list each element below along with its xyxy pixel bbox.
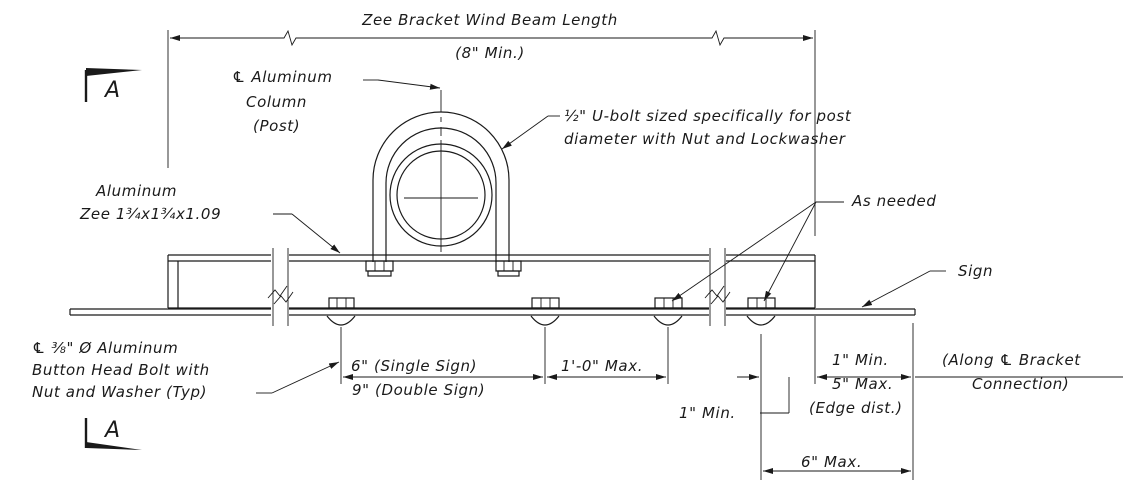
sign-panel	[69, 308, 916, 316]
zee-label-line1: Aluminum	[95, 182, 177, 200]
as-needed-group: As needed	[671, 192, 936, 302]
section-arrow-bottom	[86, 442, 142, 450]
section-letter-bottom: A	[103, 418, 121, 443]
as-needed-label: As needed	[851, 192, 936, 210]
beam-length-dim-line	[170, 29, 813, 47]
bolt-label-line1: ℄ ⅜" Ø Aluminum	[32, 339, 178, 357]
button-head-bolt-4	[746, 297, 776, 326]
aluminum-column	[389, 140, 493, 252]
section-letter-top: A	[103, 78, 121, 103]
zee-label-group: Aluminum Zee 1¾x1¾x1.09	[79, 182, 341, 254]
double-sign-dim: 9" (Double Sign)	[352, 381, 485, 399]
section-mark-bottom: A	[84, 418, 142, 450]
ubolt-label-group: ½" U-bolt sized specifically for post di…	[501, 107, 852, 150]
min-1-left-dim: 1" Min.	[679, 404, 736, 422]
break-line-right	[704, 248, 731, 326]
zee-label-line2: Zee 1¾x1¾x1.09	[79, 205, 221, 223]
beam-length-dimension: Zee Bracket Wind Beam Length (8" Min.)	[167, 11, 816, 236]
ubolt-label-line1: ½" U-bolt sized specifically for post	[564, 107, 852, 125]
break-line-left	[267, 248, 294, 326]
along-cl-line1: (Along ℄ Bracket	[942, 351, 1081, 369]
u-bolt-nuts	[365, 260, 522, 277]
column-cl-label: ℄ Aluminum	[232, 68, 333, 86]
bolt-label-line3: Nut and Washer (Typ)	[32, 383, 207, 401]
beam-length-min-label: (8" Min.)	[455, 44, 525, 62]
section-arrow-top	[86, 68, 142, 76]
bolt-label-line2: Button Head Bolt with	[32, 361, 210, 379]
ubolt-label-line2: diameter with Nut and Lockwasher	[564, 130, 846, 148]
edge-dist-dim: (Edge dist.)	[809, 399, 903, 417]
min-1-right-dim: 1" Min.	[832, 351, 889, 369]
beam-length-label: Zee Bracket Wind Beam Length	[361, 11, 618, 29]
button-head-bolt-2	[530, 297, 560, 326]
edge-distance-dimensions: 1" Min. 5" Max. (Edge dist.) (Along ℄ Br…	[679, 316, 1123, 480]
max-spacing-dim: 1'-0" Max.	[561, 357, 643, 375]
column-label-line3: (Post)	[253, 117, 300, 135]
bolt-label-group: ℄ ⅜" Ø Aluminum Button Head Bolt with Nu…	[32, 339, 340, 401]
section-mark-top: A	[84, 68, 142, 103]
single-sign-dim: 6" (Single Sign)	[351, 357, 477, 375]
column-label-group: ℄ Aluminum Column (Post)	[232, 68, 442, 136]
sign-label: Sign	[958, 262, 993, 280]
along-cl-line2: Connection)	[972, 375, 1069, 393]
button-head-bolt-3	[653, 297, 683, 326]
button-head-bolt-1	[326, 297, 356, 326]
bolt-spacing-dimensions: 6" (Single Sign) 9" (Double Sign) 1'-0" …	[340, 327, 669, 399]
sign-label-group: Sign	[861, 262, 993, 308]
column-label-line2: Column	[246, 93, 307, 111]
edge-max-dim: 5" Max.	[832, 375, 893, 393]
max-6-dim: 6" Max.	[801, 453, 862, 471]
